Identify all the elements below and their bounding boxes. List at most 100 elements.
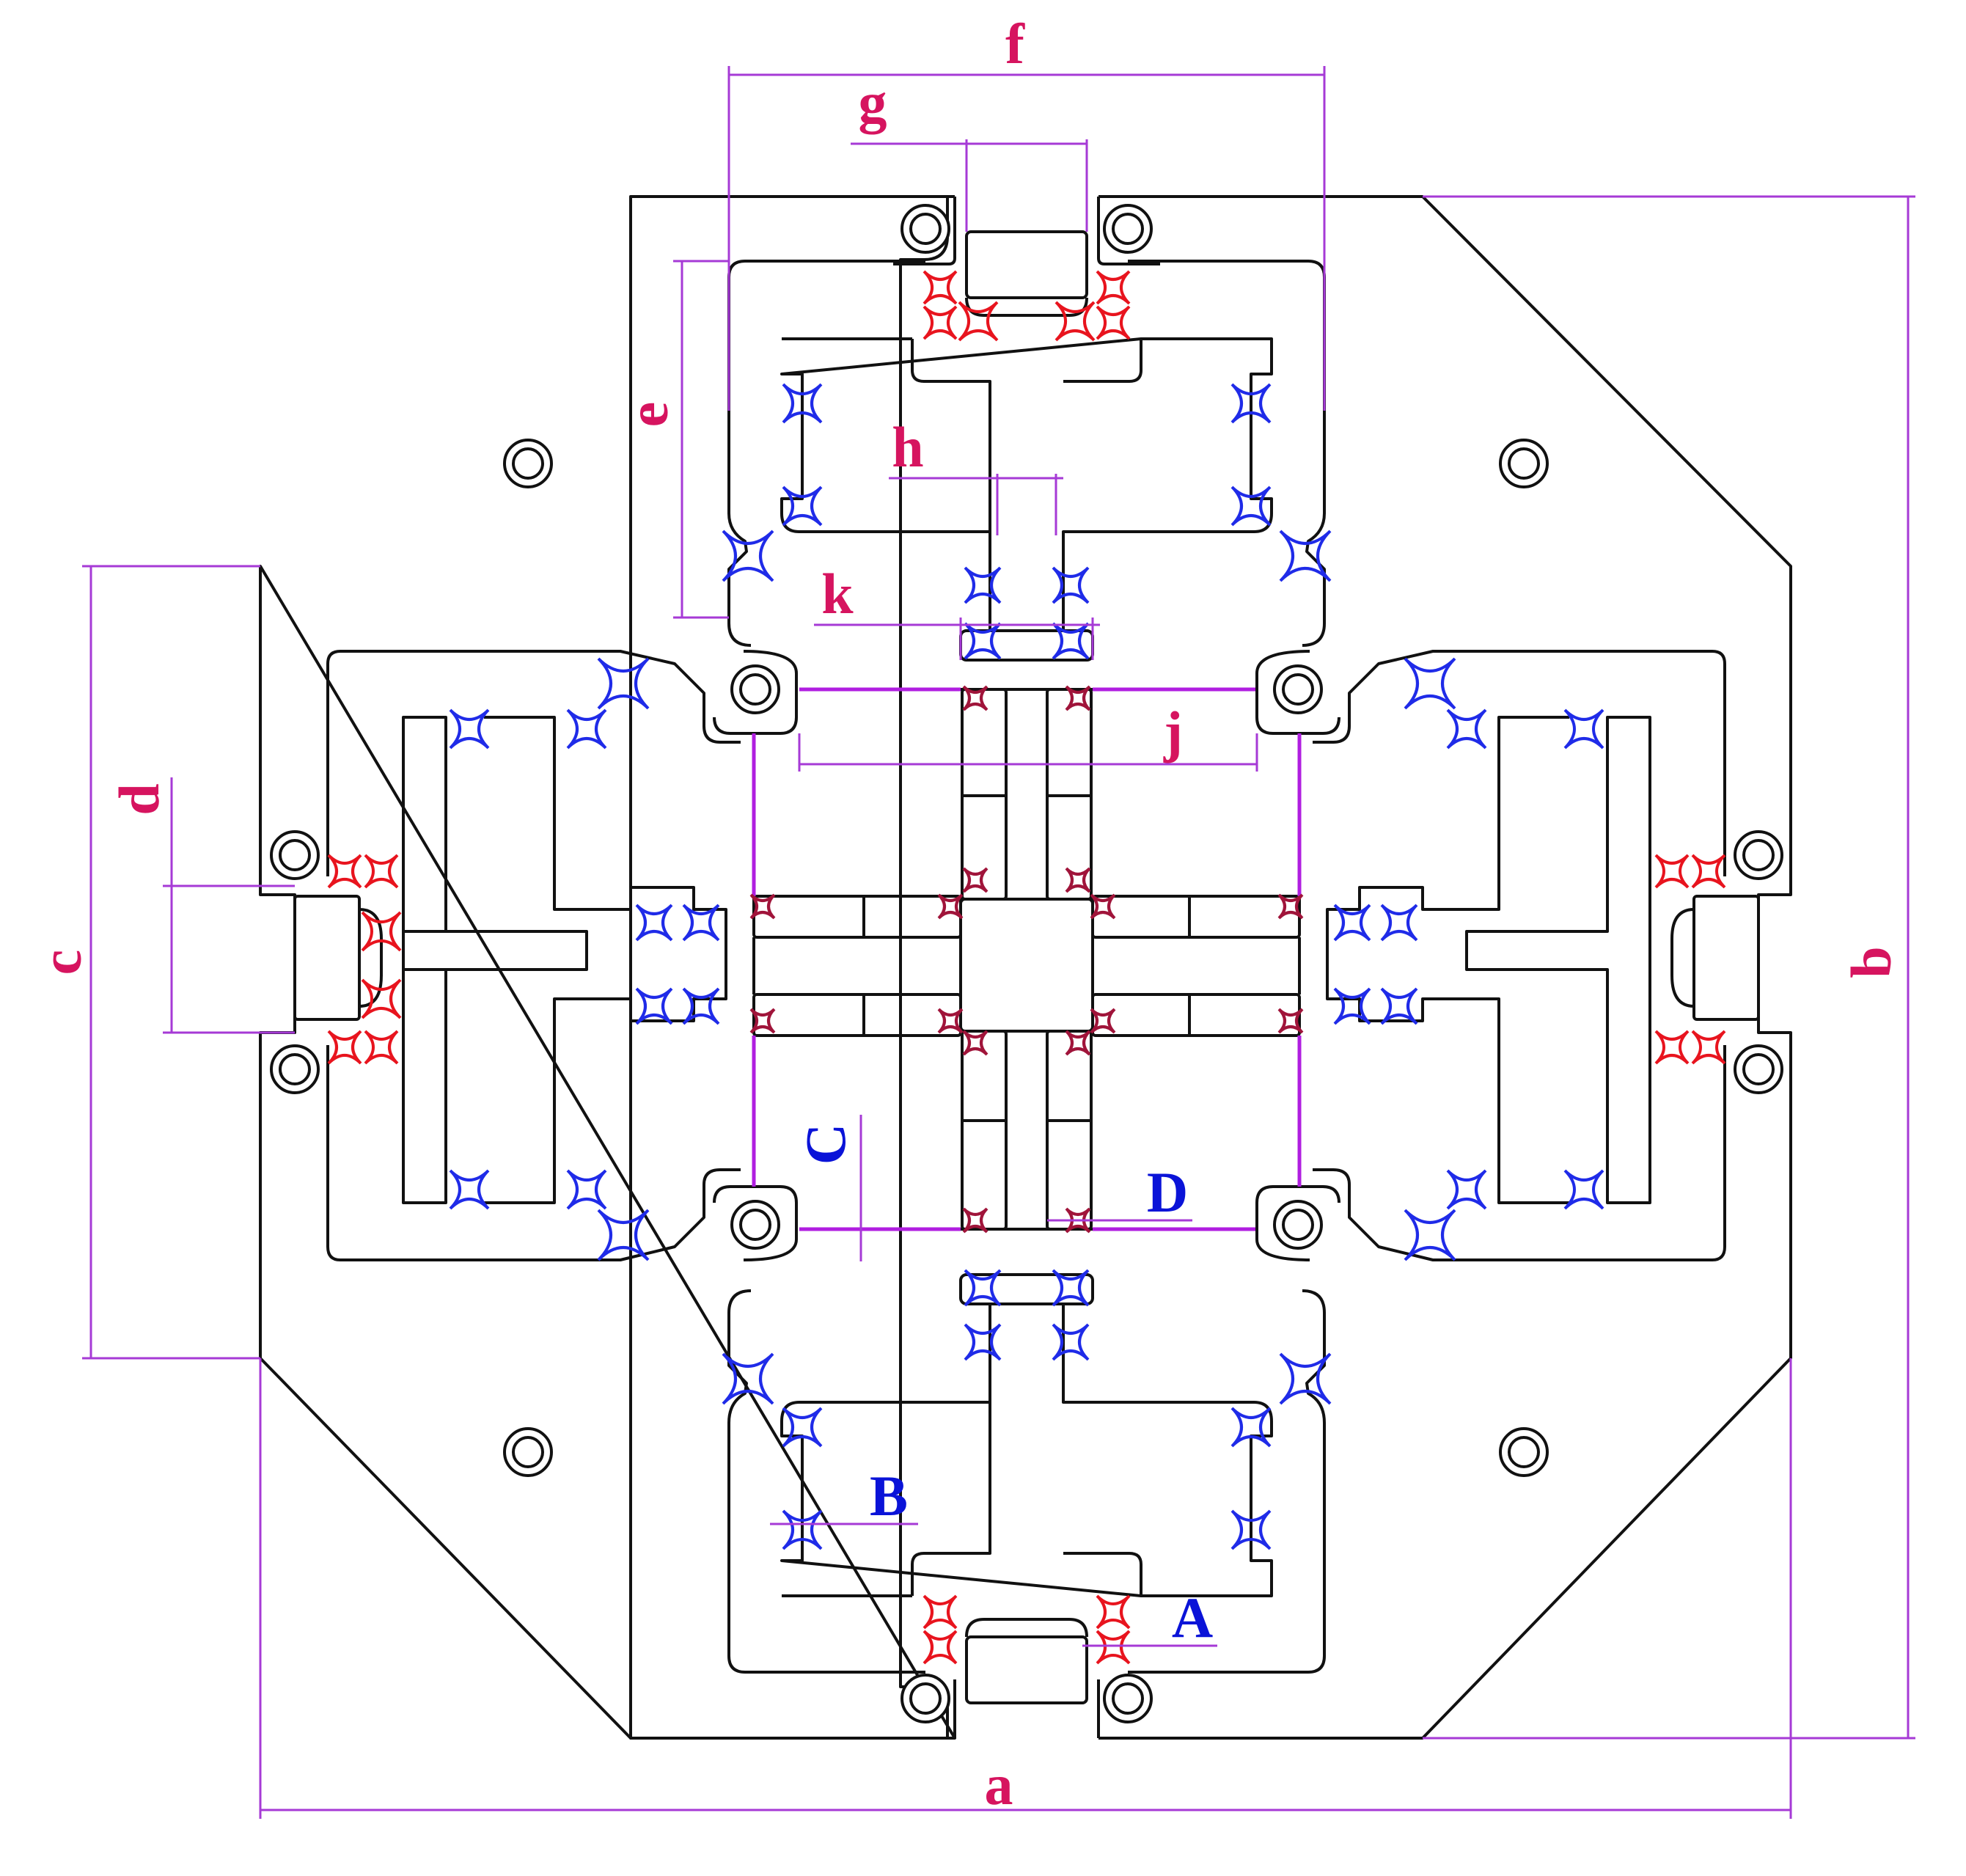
flexure-hinge [1404, 1209, 1456, 1261]
flexure-hinge [782, 1509, 823, 1550]
flexure-hinge [1096, 270, 1131, 305]
right-flexure-module [1313, 650, 1760, 1261]
flexure-hinge [364, 854, 399, 889]
flexure-hinge [1230, 1509, 1272, 1550]
flexure-hinge [1277, 893, 1304, 920]
mounting-hole [1499, 439, 1549, 488]
flexure-hinge [327, 854, 362, 889]
flexure-hinge [722, 530, 774, 582]
flexure-hinge [361, 911, 402, 952]
flexure-hinge [1333, 987, 1371, 1025]
flexure-hinge [682, 904, 720, 942]
flexure-hinge [1090, 893, 1116, 920]
flexure-hinge [1096, 305, 1131, 340]
flexure-hinge [1691, 1030, 1726, 1065]
flexure-hinge [597, 657, 650, 710]
mounting-hole [730, 664, 780, 714]
mounting-hole [1734, 1044, 1783, 1094]
flexure-hinge [1404, 657, 1456, 710]
flexure-hinge [635, 904, 673, 942]
flexure-hinge [1446, 1169, 1487, 1210]
flexure-hinge [964, 1323, 1002, 1361]
mounting-hole [270, 830, 320, 880]
mounting-holes [270, 204, 1783, 1723]
flexure-hinge [1052, 1323, 1090, 1361]
flexure-hinge [962, 1030, 988, 1056]
dimension-label-f: f [1005, 12, 1025, 76]
dimension-label-d: d [107, 783, 171, 815]
hinge-label-B: B [870, 1464, 908, 1528]
flexure-hinge [782, 383, 823, 424]
hinge-label-A: A [1172, 1586, 1213, 1649]
flexure-hinge [1096, 1630, 1131, 1665]
top-flexure-module [727, 230, 1326, 662]
mounting-hole [503, 1427, 553, 1477]
flexure-hinge [566, 708, 607, 750]
bottom-notch [953, 1679, 1100, 1738]
dimension-label-a: a [985, 1753, 1013, 1817]
flexure-hinge [1096, 1594, 1131, 1630]
dimension-label-g: g [859, 70, 887, 134]
mounting-hole-inner [909, 1682, 942, 1715]
mounting-hole-inner [739, 1209, 771, 1241]
mounting-hole [901, 204, 950, 254]
mounting-hole-inner [909, 213, 942, 245]
flexure-hinge [1065, 685, 1091, 711]
hinge-label-C: C [793, 1124, 857, 1165]
flexure-hinge [566, 1169, 607, 1210]
mounting-hole-inner [1508, 1436, 1540, 1468]
base-plate-octagon [259, 195, 1792, 1740]
flexure-hinge [1065, 1207, 1091, 1234]
flexure-hinge [364, 1030, 399, 1065]
flexure-hinge [449, 1169, 490, 1210]
flexure-hinge [1052, 566, 1090, 604]
flexure-hinge [1052, 622, 1090, 660]
mounting-hole-inner [739, 673, 771, 706]
flexure-hinge [1277, 1008, 1304, 1034]
flexure-hinge [1380, 904, 1418, 942]
left-flexure-module [293, 650, 741, 1261]
mounting-hole-inner [1508, 447, 1540, 480]
mounting-hole-inner [1112, 1682, 1144, 1715]
dimension-label-c: c [29, 950, 93, 975]
mounting-hole-inner [512, 447, 544, 480]
dimension-lines [82, 66, 1915, 1819]
mounting-hole [1273, 664, 1323, 714]
dimension-label-j: j [1163, 700, 1183, 763]
flexure-hinge [962, 1207, 988, 1234]
flexure-hinge [782, 486, 823, 527]
flexure-hinge [361, 978, 402, 1019]
flexure-hinge [964, 1269, 1002, 1307]
flexure-hinge [722, 1352, 774, 1405]
flexure-hinge [923, 1630, 958, 1665]
flexure-hinge [1654, 854, 1690, 889]
flexure-hinge [1563, 708, 1604, 750]
flexure-hinge [597, 1209, 650, 1261]
flexure-hinge [923, 270, 958, 305]
flexure-hinge [1446, 708, 1487, 750]
flexure-hinge [682, 987, 720, 1025]
flexure-hinge [749, 893, 776, 920]
flexure-hinge [1279, 530, 1332, 582]
flexure-hinge [1054, 301, 1096, 342]
flexure-hinge [449, 708, 490, 750]
flexure-hinge [1065, 867, 1091, 893]
top-notch [893, 197, 1160, 265]
flexure-hinge [749, 1008, 776, 1034]
flexure-hinge [1654, 1030, 1690, 1065]
flexure-hinge [1230, 486, 1272, 527]
mounting-hole-inner [1112, 213, 1144, 245]
dimension-label-b: b [1839, 946, 1903, 978]
mounting-hole-inner [1282, 673, 1314, 706]
mounting-hole [730, 1200, 780, 1250]
mounting-hole-inner [1742, 839, 1775, 871]
bottom-flexure-module [727, 1273, 1326, 1704]
flexure-hinge [1230, 383, 1272, 424]
flexure-hinges [327, 270, 1726, 1665]
mounting-hole-inner [279, 1053, 311, 1085]
corner-tabs [713, 650, 1340, 1261]
mounting-hole-inner [1742, 1053, 1775, 1085]
flexure-hinge [1230, 1407, 1272, 1448]
flexure-hinge [1052, 1269, 1090, 1307]
